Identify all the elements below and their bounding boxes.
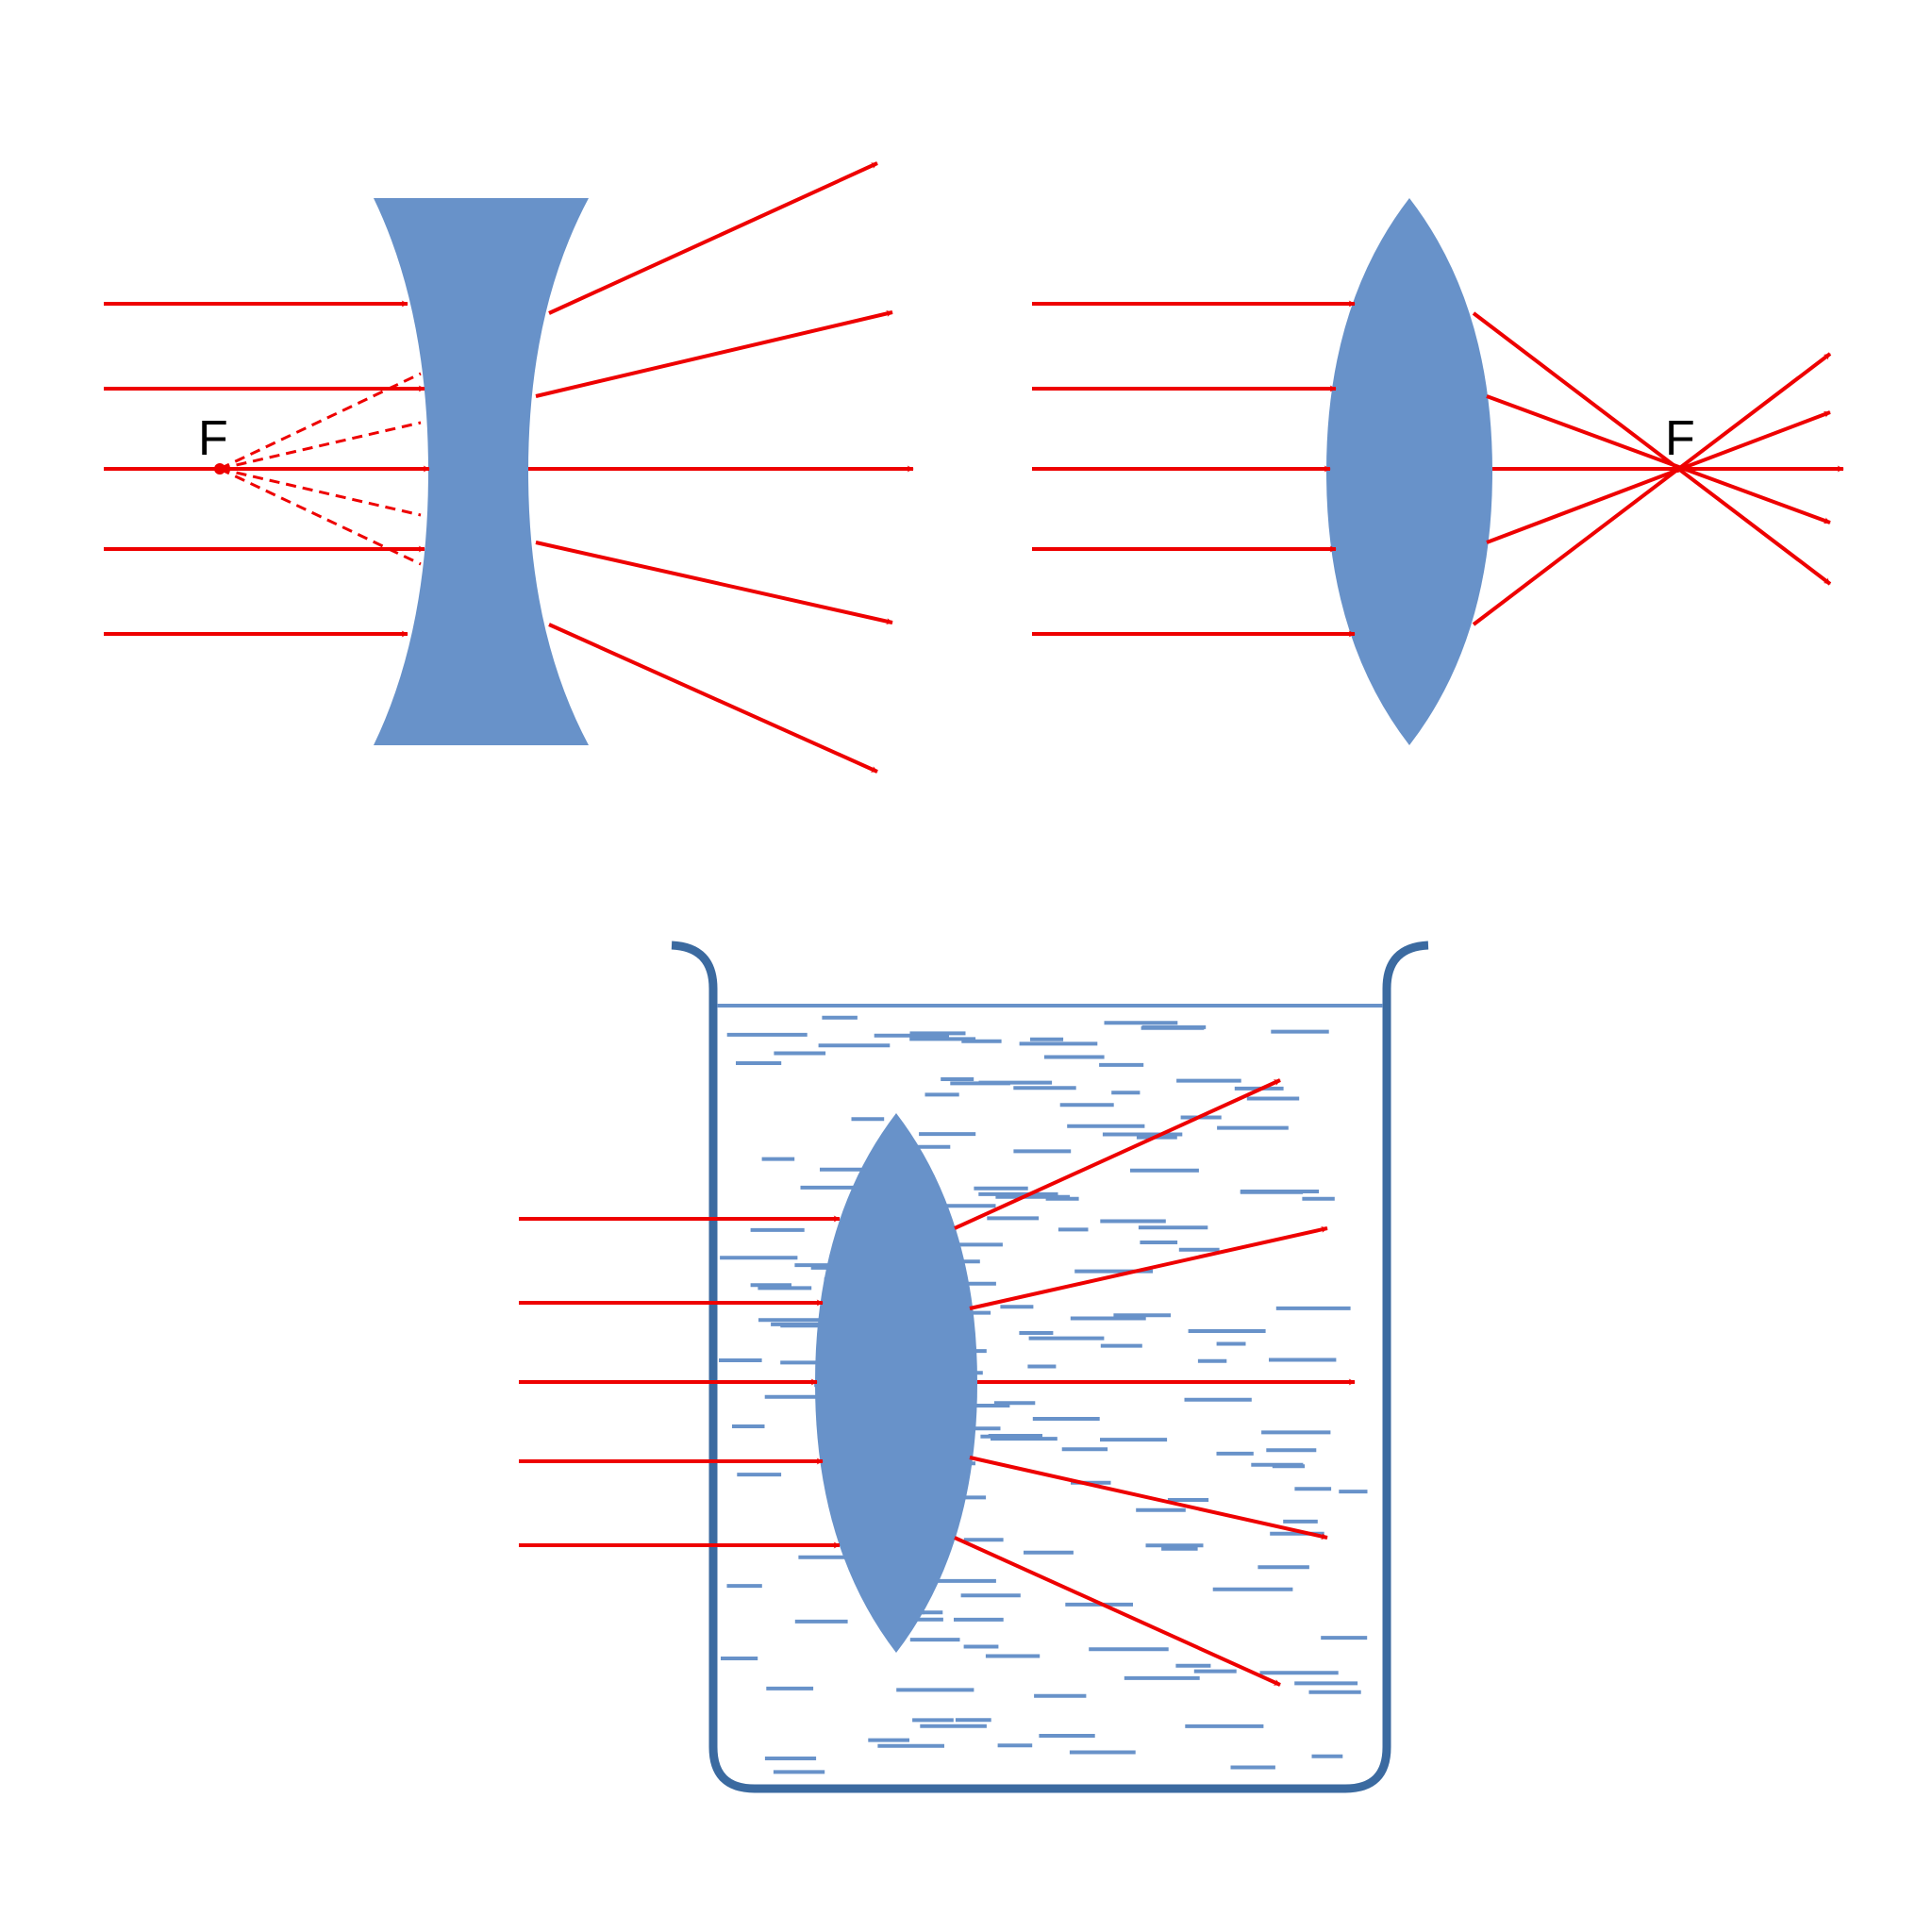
focal-point (214, 463, 225, 475)
concave-lens (374, 198, 589, 745)
converging-rays (1472, 311, 1844, 626)
convex-lens (815, 1113, 977, 1653)
refracted-rays (528, 161, 914, 774)
incident-rays (1032, 300, 1356, 638)
virtual-rays (219, 372, 422, 566)
incident-rays (104, 300, 430, 638)
diverging-lens-panel: F (104, 161, 914, 774)
focal-label: F (1665, 411, 1695, 466)
focal-label: F (198, 411, 228, 466)
incident-rays (519, 1215, 841, 1549)
refracted-rays (954, 1078, 1356, 1687)
convex-lens (1326, 198, 1492, 745)
beaker (671, 941, 1429, 1793)
focal-point (1674, 465, 1681, 473)
lens-in-water-panel (519, 941, 1429, 1793)
converging-lens-panel: F (1032, 198, 1844, 745)
